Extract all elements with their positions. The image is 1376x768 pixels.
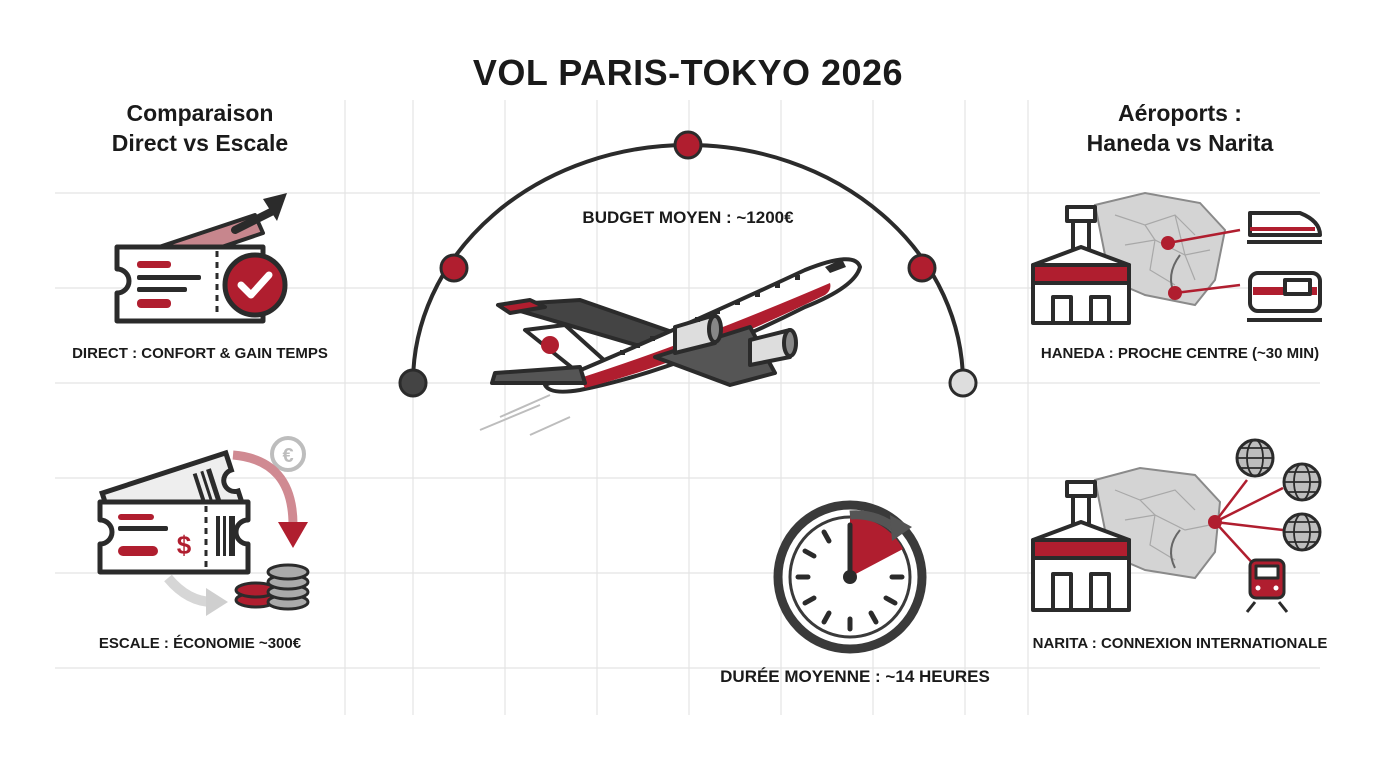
comparison-title-line2: Direct vs Escale <box>111 130 289 156</box>
narita-caption: NARITA : CONNEXION INTERNATIONALE <box>1032 635 1328 652</box>
escale-ticket-icon: € $ <box>97 436 310 616</box>
arc-waypoint-right <box>907 253 937 283</box>
direct-ticket-icon <box>114 193 288 324</box>
stopwatch-icon <box>773 500 927 654</box>
budget-label: BUDGET MOYEN : ~1200€ <box>582 208 794 227</box>
direct-caption: DIRECT : CONFORT & GAIN TEMPS <box>72 345 328 362</box>
narita-airport-icon <box>1031 438 1322 613</box>
page-title: VOL PARIS-TOKYO 2026 <box>472 52 904 93</box>
duration-label: DURÉE MOYENNE : ~14 HEURES <box>720 667 990 686</box>
comparison-title-line1: Comparaison <box>126 100 274 126</box>
airports-title-line1: Aéroports : <box>1118 100 1242 126</box>
haneda-airport-icon <box>1031 191 1322 325</box>
departure-point <box>398 368 428 398</box>
airports-title: Aéroports : Haneda vs Narita <box>1040 98 1320 158</box>
currency-dollar-symbol: $ <box>177 530 192 560</box>
arc-waypoint-top <box>673 130 703 160</box>
airports-title-line2: Haneda vs Narita <box>1086 130 1274 156</box>
haneda-caption: HANEDA : PROCHE CENTRE (~30 MIN) <box>1040 345 1320 362</box>
arc-waypoint-left <box>439 253 469 283</box>
airplane-icon <box>479 257 862 436</box>
comparison-title: Comparaison Direct vs Escale <box>60 98 340 158</box>
escale-caption: ESCALE : ÉCONOMIE ~300€ <box>98 635 302 652</box>
currency-euro-symbol: € <box>282 445 293 467</box>
arrival-point <box>948 368 978 398</box>
